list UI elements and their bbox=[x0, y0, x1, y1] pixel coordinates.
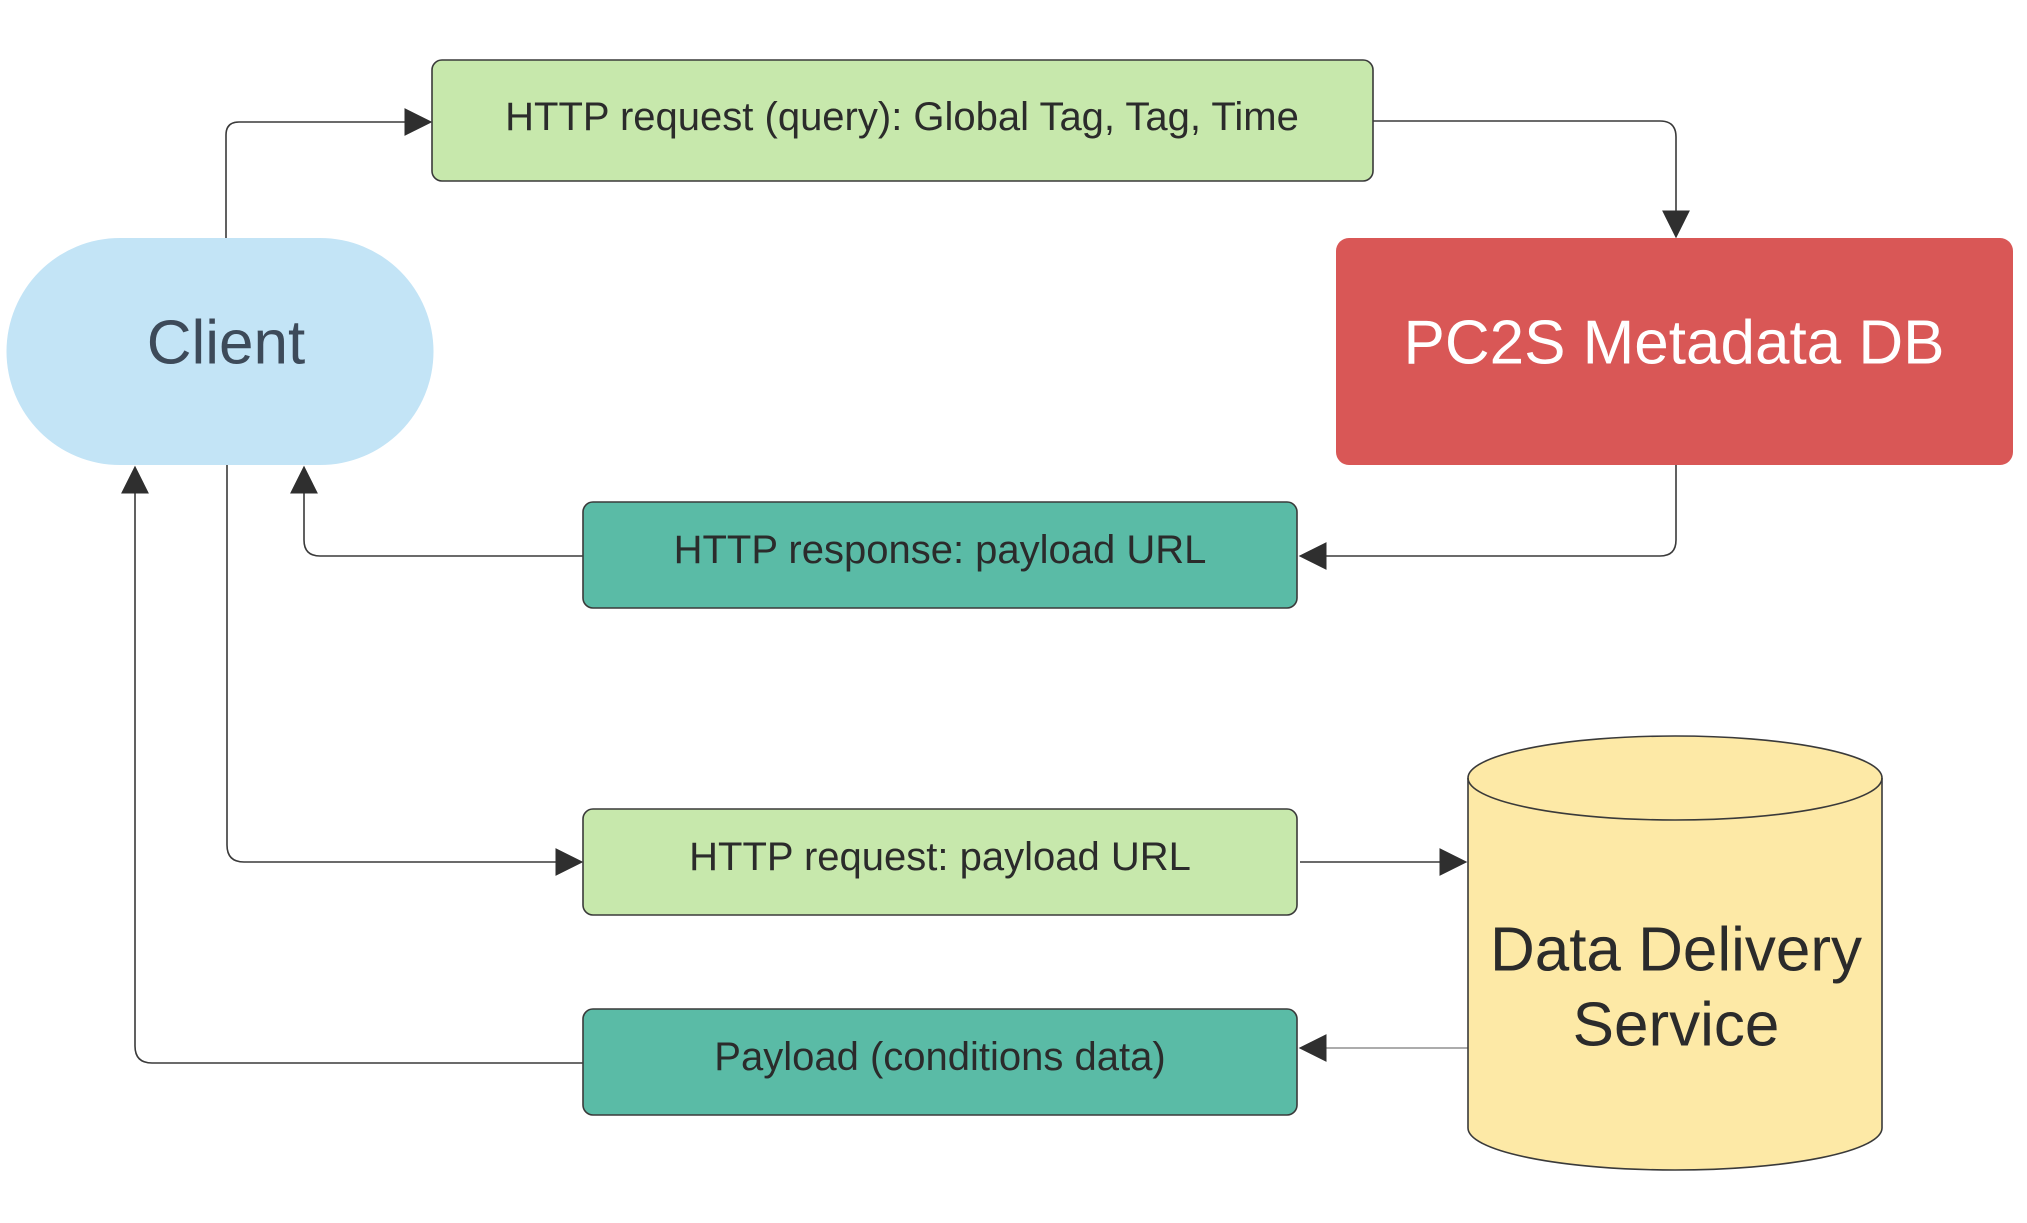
arrow-query-to-metadata-db bbox=[1373, 120, 1690, 239]
payload-request-label: HTTP request: payload URL bbox=[689, 835, 1191, 879]
arrow-client-to-query bbox=[225, 108, 433, 238]
metadata-db-label: PC2S Metadata DB bbox=[1403, 309, 1944, 378]
data-delivery-cylinder-body bbox=[1467, 735, 1883, 1171]
metadata-db-node: PC2S Metadata DB bbox=[1336, 238, 2013, 465]
url-response-box bbox=[582, 501, 1298, 609]
data-delivery-label-line2: Service bbox=[1573, 991, 1780, 1060]
payload-request-message: HTTP request: payload URL bbox=[582, 808, 1298, 916]
data-delivery-label-line1: Data Delivery bbox=[1490, 916, 1862, 985]
client-node: Client bbox=[6, 238, 434, 465]
payload-request-box bbox=[582, 808, 1298, 916]
data-delivery-cylinder-lid bbox=[1467, 777, 1883, 821]
payload-response-label: Payload (conditions data) bbox=[714, 1035, 1165, 1079]
arrow-metadata-db-to-response bbox=[1298, 465, 1677, 570]
payload-response-box bbox=[582, 1008, 1298, 1116]
url-response-label: HTTP response: payload URL bbox=[674, 528, 1207, 572]
arrow-client-to-payload-request bbox=[226, 465, 584, 876]
arrow-payload-to-client bbox=[121, 465, 583, 1064]
metadata-db-shape bbox=[1336, 238, 2013, 465]
client-label: Client bbox=[147, 309, 306, 378]
payload-response-message: Payload (conditions data) bbox=[582, 1008, 1298, 1116]
query-request-box bbox=[431, 59, 1374, 182]
arrow-response-to-client bbox=[290, 465, 583, 557]
query-request-message: HTTP request (query): Global Tag, Tag, T… bbox=[431, 59, 1374, 182]
query-request-label: HTTP request (query): Global Tag, Tag, T… bbox=[505, 95, 1299, 139]
data-delivery-node: Data Delivery Service bbox=[1467, 735, 1883, 1171]
url-response-message: HTTP response: payload URL bbox=[582, 501, 1298, 609]
client-shape bbox=[6, 238, 434, 465]
